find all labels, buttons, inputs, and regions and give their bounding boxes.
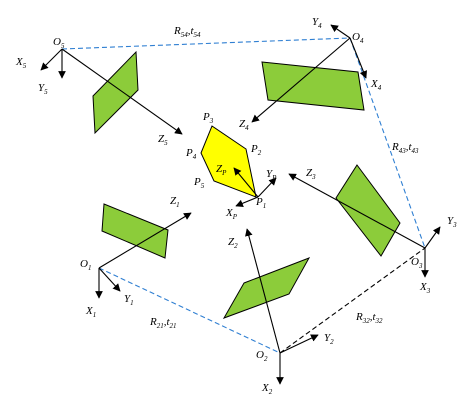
x-label-5: X5 <box>15 56 27 70</box>
z-axis-1 <box>98 212 192 269</box>
y-axis-p <box>257 177 277 198</box>
z-label-p: ZP <box>216 163 227 177</box>
image-plane-5 <box>92 50 139 135</box>
transform-label-54: R54,t54 <box>173 25 201 39</box>
origin-label-3: O3 <box>411 256 423 270</box>
baseline-o1-o2 <box>98 267 281 354</box>
y-label-5: Y5 <box>38 82 48 96</box>
z-label-1: Z1 <box>170 195 180 209</box>
origin-label-4: O4 <box>352 31 364 45</box>
optical-axes <box>61 37 426 354</box>
image-plane-3 <box>335 164 401 257</box>
point-label-p5: P5 <box>193 176 205 190</box>
x-label-1: X1 <box>85 305 96 319</box>
camera-frame-axes <box>40 24 441 385</box>
baseline-o5-o4 <box>61 37 351 50</box>
y-label-4: Y4 <box>312 16 322 30</box>
y-axis-4 <box>330 24 351 39</box>
origin-label-1-text: O1 <box>80 258 91 272</box>
x-label-4: X4 <box>370 78 382 92</box>
x-label-3: X3 <box>419 281 431 295</box>
y-axis-3 <box>424 226 441 249</box>
z-axis-5 <box>61 48 183 135</box>
x-label-p: XP <box>225 207 238 221</box>
y-label-1: Y1 <box>124 293 134 307</box>
labels: O5 X5 Y5 Z5 O4 Y4 X4 Z4 O3 Y3 X3 Z3 O2 Y… <box>15 16 457 396</box>
z-label-3: Z3 <box>306 167 316 181</box>
y-axis-2 <box>279 334 319 354</box>
x-label-2: X2 <box>261 382 273 396</box>
origin-label-2: O2 <box>256 349 268 363</box>
y-axis-1 <box>98 267 121 292</box>
image-plane-4 <box>261 61 365 111</box>
z-axis-3 <box>288 173 426 249</box>
image-planes <box>92 50 401 319</box>
camera-baselines <box>61 37 426 354</box>
transform-label-32: R32,t32 <box>355 311 383 325</box>
point-label-p2: P2 <box>250 143 262 157</box>
y-label-2: Y2 <box>324 332 334 346</box>
x-axis-4 <box>349 37 368 79</box>
point-label-p4: P4 <box>185 147 197 161</box>
point-label-p3: P3 <box>202 111 214 125</box>
y-label-3: Y3 <box>447 215 457 229</box>
image-plane-1 <box>101 203 169 259</box>
y-label-p: YP <box>266 168 277 182</box>
z-axis-2 <box>245 228 281 354</box>
image-plane-2 <box>222 257 311 319</box>
x-axis-p <box>235 196 259 207</box>
z-label-2: Z2 <box>228 236 238 250</box>
z-axis-p <box>233 167 259 198</box>
baseline-o2-o3 <box>279 247 426 354</box>
transform-label-21: R21,t21 <box>149 316 177 330</box>
z-label-5: Z5 <box>158 133 168 147</box>
z-axis-4 <box>251 37 351 123</box>
object-polygon <box>200 125 257 198</box>
z-label-4: Z4 <box>239 118 249 132</box>
origin-label-5: O5 <box>53 36 65 50</box>
transform-label-43: R43,t43 <box>391 141 419 155</box>
x-axis-5 <box>40 48 63 71</box>
baseline-o4-o3 <box>349 37 426 249</box>
point-label-p1: P1 <box>255 196 266 210</box>
